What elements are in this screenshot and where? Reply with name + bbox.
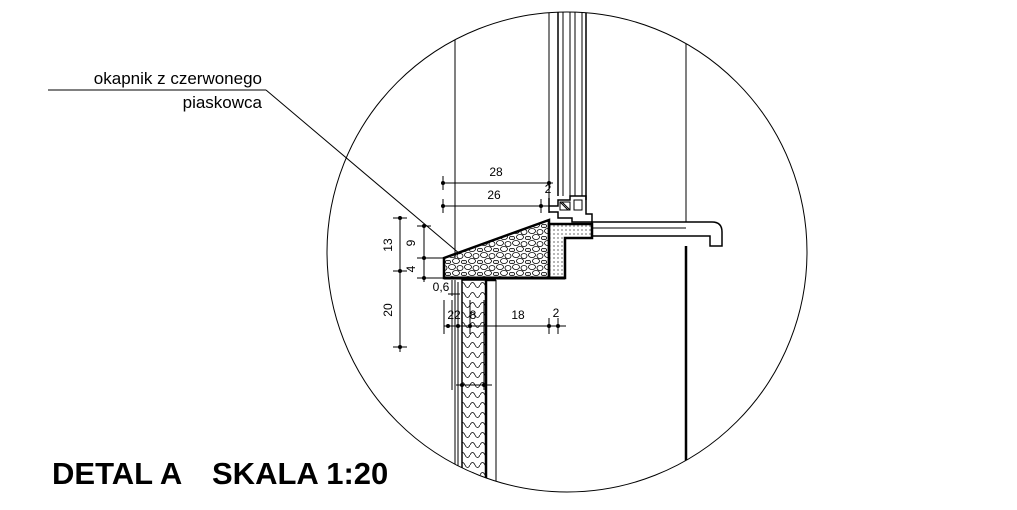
dim-2-bottom-label: 2 [553, 306, 560, 320]
dim-2-top-label: 2 [545, 182, 552, 196]
insulation-ticks [451, 300, 492, 390]
insulation-layer [461, 279, 487, 492]
dim-13-label: 13 [381, 238, 395, 252]
dimension-20: 20 [381, 271, 407, 352]
scale-title: SKALA 1:20 [212, 456, 388, 491]
dimension-0-6: 0,6 [433, 280, 460, 296]
dimension-row-bottom: 22 8 18 2 [443, 300, 566, 334]
dim-0-6-label: 0,6 [433, 280, 450, 294]
dim-28-label: 28 [489, 165, 503, 179]
dim-22-label: 22 [447, 308, 461, 322]
dim-20-label: 20 [381, 303, 395, 317]
stone-sill [442, 218, 551, 280]
annotation-line1: okapnik z czerwonego [94, 69, 262, 88]
dimension-9: 9 [404, 224, 431, 262]
detail-circle [326, 11, 808, 493]
dim-18-label: 18 [511, 308, 525, 322]
annotation-line2: piaskowca [183, 93, 263, 112]
section-drawing [442, 12, 723, 492]
dim-4-label: 4 [404, 265, 418, 272]
dim-26-label: 26 [487, 188, 501, 202]
dimension-4: 4 [404, 256, 446, 282]
detail-title: DETAL A [52, 456, 182, 491]
dim-9-label: 9 [404, 239, 418, 246]
dim-8-label: 8 [470, 308, 477, 322]
dimension-28: 28 [441, 165, 553, 190]
dimension-26: 26 2 [441, 182, 553, 213]
